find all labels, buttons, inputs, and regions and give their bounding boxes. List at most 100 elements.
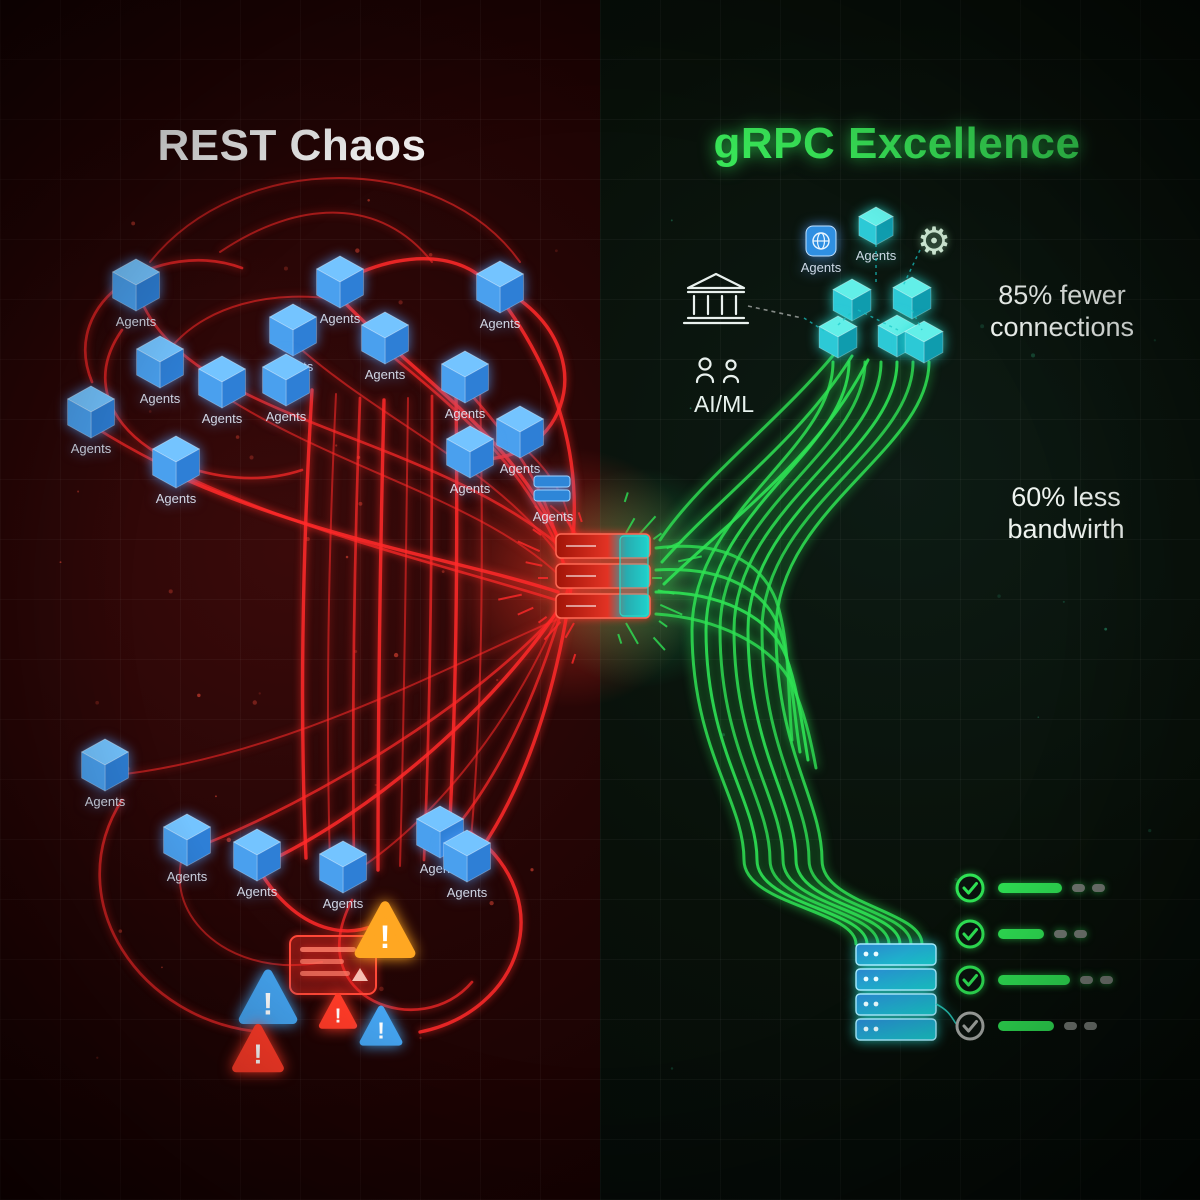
agent-node: Agents (111, 258, 161, 329)
check-circle-icon (955, 873, 985, 903)
agent-node: Agents (856, 206, 897, 263)
particle (335, 444, 338, 447)
particle (428, 253, 433, 257)
building-to-cluster-link (747, 305, 803, 319)
agent-node: Agents (80, 738, 130, 809)
particle (283, 266, 288, 271)
rest-connection (149, 177, 521, 263)
agent-node: Agents (66, 385, 116, 456)
central-server-teal-edge (619, 535, 649, 617)
agent-label: Agents (500, 461, 541, 476)
agent-node: Agents (440, 350, 490, 421)
particle (59, 561, 62, 564)
particle (980, 324, 985, 329)
agent-node: Agents (442, 829, 492, 900)
ai-ml-label: AI/ML (694, 391, 754, 417)
benefit-bar-dash (1080, 976, 1093, 984)
agent-label: Agents (156, 491, 197, 506)
warning-triangle-red: ! (318, 993, 358, 1029)
exclamation-glyph: ! (253, 1039, 262, 1070)
particle (1062, 600, 1065, 603)
agent-node: Agents (315, 255, 365, 326)
particle (419, 1036, 422, 1040)
warning-triangle-red: ! (232, 1023, 284, 1073)
checklist-row (955, 873, 1105, 903)
rest-connection (351, 396, 362, 870)
particle (96, 1056, 99, 1059)
particle (1148, 828, 1152, 833)
particle (249, 455, 254, 460)
particle (77, 490, 80, 493)
benefit-bar (998, 883, 1062, 893)
checklist-row (955, 1011, 1097, 1041)
particle (670, 1067, 674, 1070)
ai-ml-users-icon (695, 357, 740, 384)
benefit-bar (998, 975, 1070, 985)
agent-node: Agents (232, 828, 282, 899)
agent-label: Agents (266, 409, 307, 424)
grpc-server (855, 943, 959, 1041)
exclamation-glyph: ! (263, 986, 273, 1021)
agent-label: Agents (445, 406, 486, 421)
particle (252, 700, 258, 705)
agent-label: Agents (202, 411, 243, 426)
benefit-bar-dash (1084, 1022, 1097, 1030)
particle (379, 986, 384, 992)
app-icon-label: Agents (801, 260, 842, 275)
agent-label: Agents (116, 314, 157, 329)
agent-label: Agents (447, 885, 488, 900)
particle (689, 407, 692, 410)
particle (1030, 353, 1036, 358)
agent-node: Agents (135, 335, 185, 406)
check-circle-icon (955, 965, 985, 995)
rest-connection (376, 398, 386, 872)
warning-triangle-orange: ! (354, 901, 416, 958)
agent-label: Agents (237, 884, 278, 899)
agent-node: Agents (151, 435, 201, 506)
particle (441, 570, 445, 573)
agent-node (832, 278, 872, 322)
rest-connection (399, 397, 409, 867)
particle (235, 435, 240, 439)
checklist-row (955, 965, 1113, 995)
particle (1153, 339, 1157, 342)
gear-icon: ⚙ (917, 221, 951, 263)
rest-connection (422, 394, 434, 862)
server-to-checklist-connector (935, 1003, 959, 1027)
particle (161, 966, 163, 969)
mini-server-label: Agents (533, 509, 574, 524)
benefit-bar-dash (1064, 1022, 1077, 1030)
particle (214, 795, 217, 798)
rest-connection (104, 328, 304, 480)
particle (345, 555, 349, 559)
agent-node: Agents (261, 353, 311, 424)
particle (530, 868, 534, 872)
check-circle-icon (955, 1011, 985, 1041)
particle (131, 221, 136, 226)
agent-label: Agents (140, 391, 181, 406)
benefit-bar-dash (1072, 884, 1085, 892)
stat-less-bandwidth-line1: 60% less (1011, 482, 1121, 512)
agent-label: Agents (71, 441, 112, 456)
particle (496, 678, 499, 682)
grpc-connection (660, 354, 854, 564)
central-server (555, 533, 651, 619)
agent-label: Agents (450, 481, 491, 496)
particle (1037, 716, 1040, 719)
agent-label: Agents (323, 896, 364, 911)
particle (118, 929, 123, 933)
rest-connection (338, 256, 502, 302)
agent-label: Agents (167, 869, 208, 884)
particle (1104, 627, 1108, 631)
exclamation-glyph: ! (335, 1005, 342, 1027)
particle (226, 837, 232, 843)
particle (355, 248, 360, 253)
particle (367, 199, 370, 202)
warning-triangle-blue: ! (238, 969, 298, 1025)
particle (393, 652, 399, 658)
rest-title: REST Chaos (157, 121, 426, 170)
particle (168, 589, 173, 594)
benefit-bar-dash (1054, 930, 1067, 938)
agent-node (818, 315, 858, 359)
